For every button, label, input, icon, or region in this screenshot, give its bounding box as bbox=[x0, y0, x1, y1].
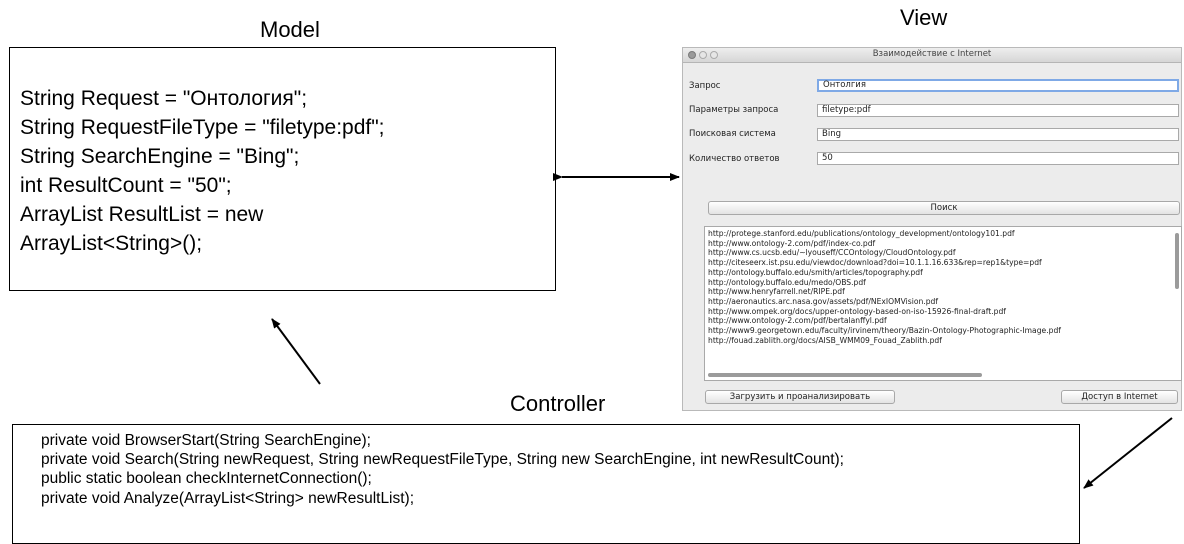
view-to-controller-arrow bbox=[1083, 417, 1173, 489]
vertical-scrollbar[interactable] bbox=[1175, 233, 1179, 289]
view-window: Взаимодействие с Internet Запрос Онтолги… bbox=[682, 47, 1182, 411]
result-count-input[interactable]: 50 bbox=[817, 152, 1179, 165]
close-window-icon[interactable] bbox=[688, 51, 696, 59]
window-titlebar: Взаимодействие с Internet bbox=[683, 48, 1181, 63]
controller-line: private void Analyze(ArrayList<String> n… bbox=[41, 489, 415, 507]
window-title: Взаимодействие с Internet bbox=[872, 49, 992, 59]
result-item[interactable]: http://citeseerx.ist.psu.edu/viewdoc/dow… bbox=[708, 258, 1042, 268]
search-engine-input[interactable]: Bing bbox=[817, 128, 1179, 141]
request-params-label: Параметры запроса bbox=[689, 105, 779, 115]
model-line: ArrayList<String>(); bbox=[20, 232, 203, 255]
zoom-window-icon[interactable] bbox=[710, 51, 718, 59]
controller-label: Controller bbox=[510, 391, 606, 416]
load-analyze-button[interactable]: Загрузить и проанализировать bbox=[705, 390, 895, 404]
model-label: Model bbox=[260, 17, 320, 42]
search-button[interactable]: Поиск bbox=[708, 201, 1180, 215]
result-item[interactable]: http://www9.georgetown.edu/faculty/irvin… bbox=[708, 326, 1061, 336]
horizontal-scrollbar[interactable] bbox=[708, 373, 982, 377]
result-count-label: Количество ответов bbox=[689, 154, 780, 164]
request-input[interactable]: Онтолгия bbox=[817, 79, 1179, 92]
internet-access-button[interactable]: Доступ в Internet bbox=[1061, 390, 1178, 404]
result-item[interactable]: http://www.ompek.org/docs/upper-ontology… bbox=[708, 306, 1006, 316]
result-item[interactable]: http://www.ontology-2.com/pdf/bertalanff… bbox=[708, 316, 887, 326]
controller-line: private void BrowserStart(String SearchE… bbox=[41, 432, 371, 449]
result-item[interactable]: http://www.cs.ucsb.edu/~lyouseff/CCOntol… bbox=[708, 248, 956, 258]
controller-to-model-arrow bbox=[271, 318, 321, 385]
controller-line: private void Search(String newRequest, S… bbox=[41, 451, 844, 469]
request-params-input[interactable]: filetype:pdf bbox=[817, 104, 1179, 117]
result-item[interactable]: http://fouad.zablith.org/docs/AISB_WMM09… bbox=[708, 335, 942, 345]
model-line: String Request = "Онтология"; bbox=[20, 87, 308, 110]
result-item[interactable]: http://www.henryfarrell.net/RIPE.pdf bbox=[708, 287, 845, 297]
request-label: Запрос bbox=[689, 81, 721, 91]
result-item[interactable]: http://www.ontology-2.com/pdf/index-co.p… bbox=[708, 238, 876, 248]
result-item[interactable]: http://ontology.buffalo.edu/smith/articl… bbox=[708, 267, 923, 277]
controller-line: public static boolean checkInternetConne… bbox=[41, 470, 372, 488]
view-label: View bbox=[900, 5, 948, 30]
minimize-window-icon[interactable] bbox=[699, 51, 707, 59]
search-engine-label: Поисковая система bbox=[689, 129, 776, 139]
controller-box: private void BrowserStart(String SearchE… bbox=[12, 424, 1080, 544]
model-line: String RequestFileType = "filetype:pdf"; bbox=[20, 116, 385, 139]
model-line: ArrayList ResultList = new bbox=[20, 203, 264, 226]
model-box: String Request = "Онтология"; String Req… bbox=[9, 47, 556, 291]
arrows-layer bbox=[271, 173, 1173, 489]
model-line: int ResultCount = "50"; bbox=[20, 174, 232, 197]
result-item[interactable]: http://ontology.buffalo.edu/medo/OBS.pdf bbox=[708, 277, 866, 287]
result-item[interactable]: http://protege.stanford.edu/publications… bbox=[708, 229, 1015, 238]
result-item[interactable]: http://aeronautics.arc.nasa.gov/assets/p… bbox=[708, 296, 939, 306]
results-list[interactable]: http://protege.stanford.edu/publications… bbox=[704, 226, 1182, 381]
model-line: String SearchEngine = "Bing"; bbox=[20, 145, 300, 168]
